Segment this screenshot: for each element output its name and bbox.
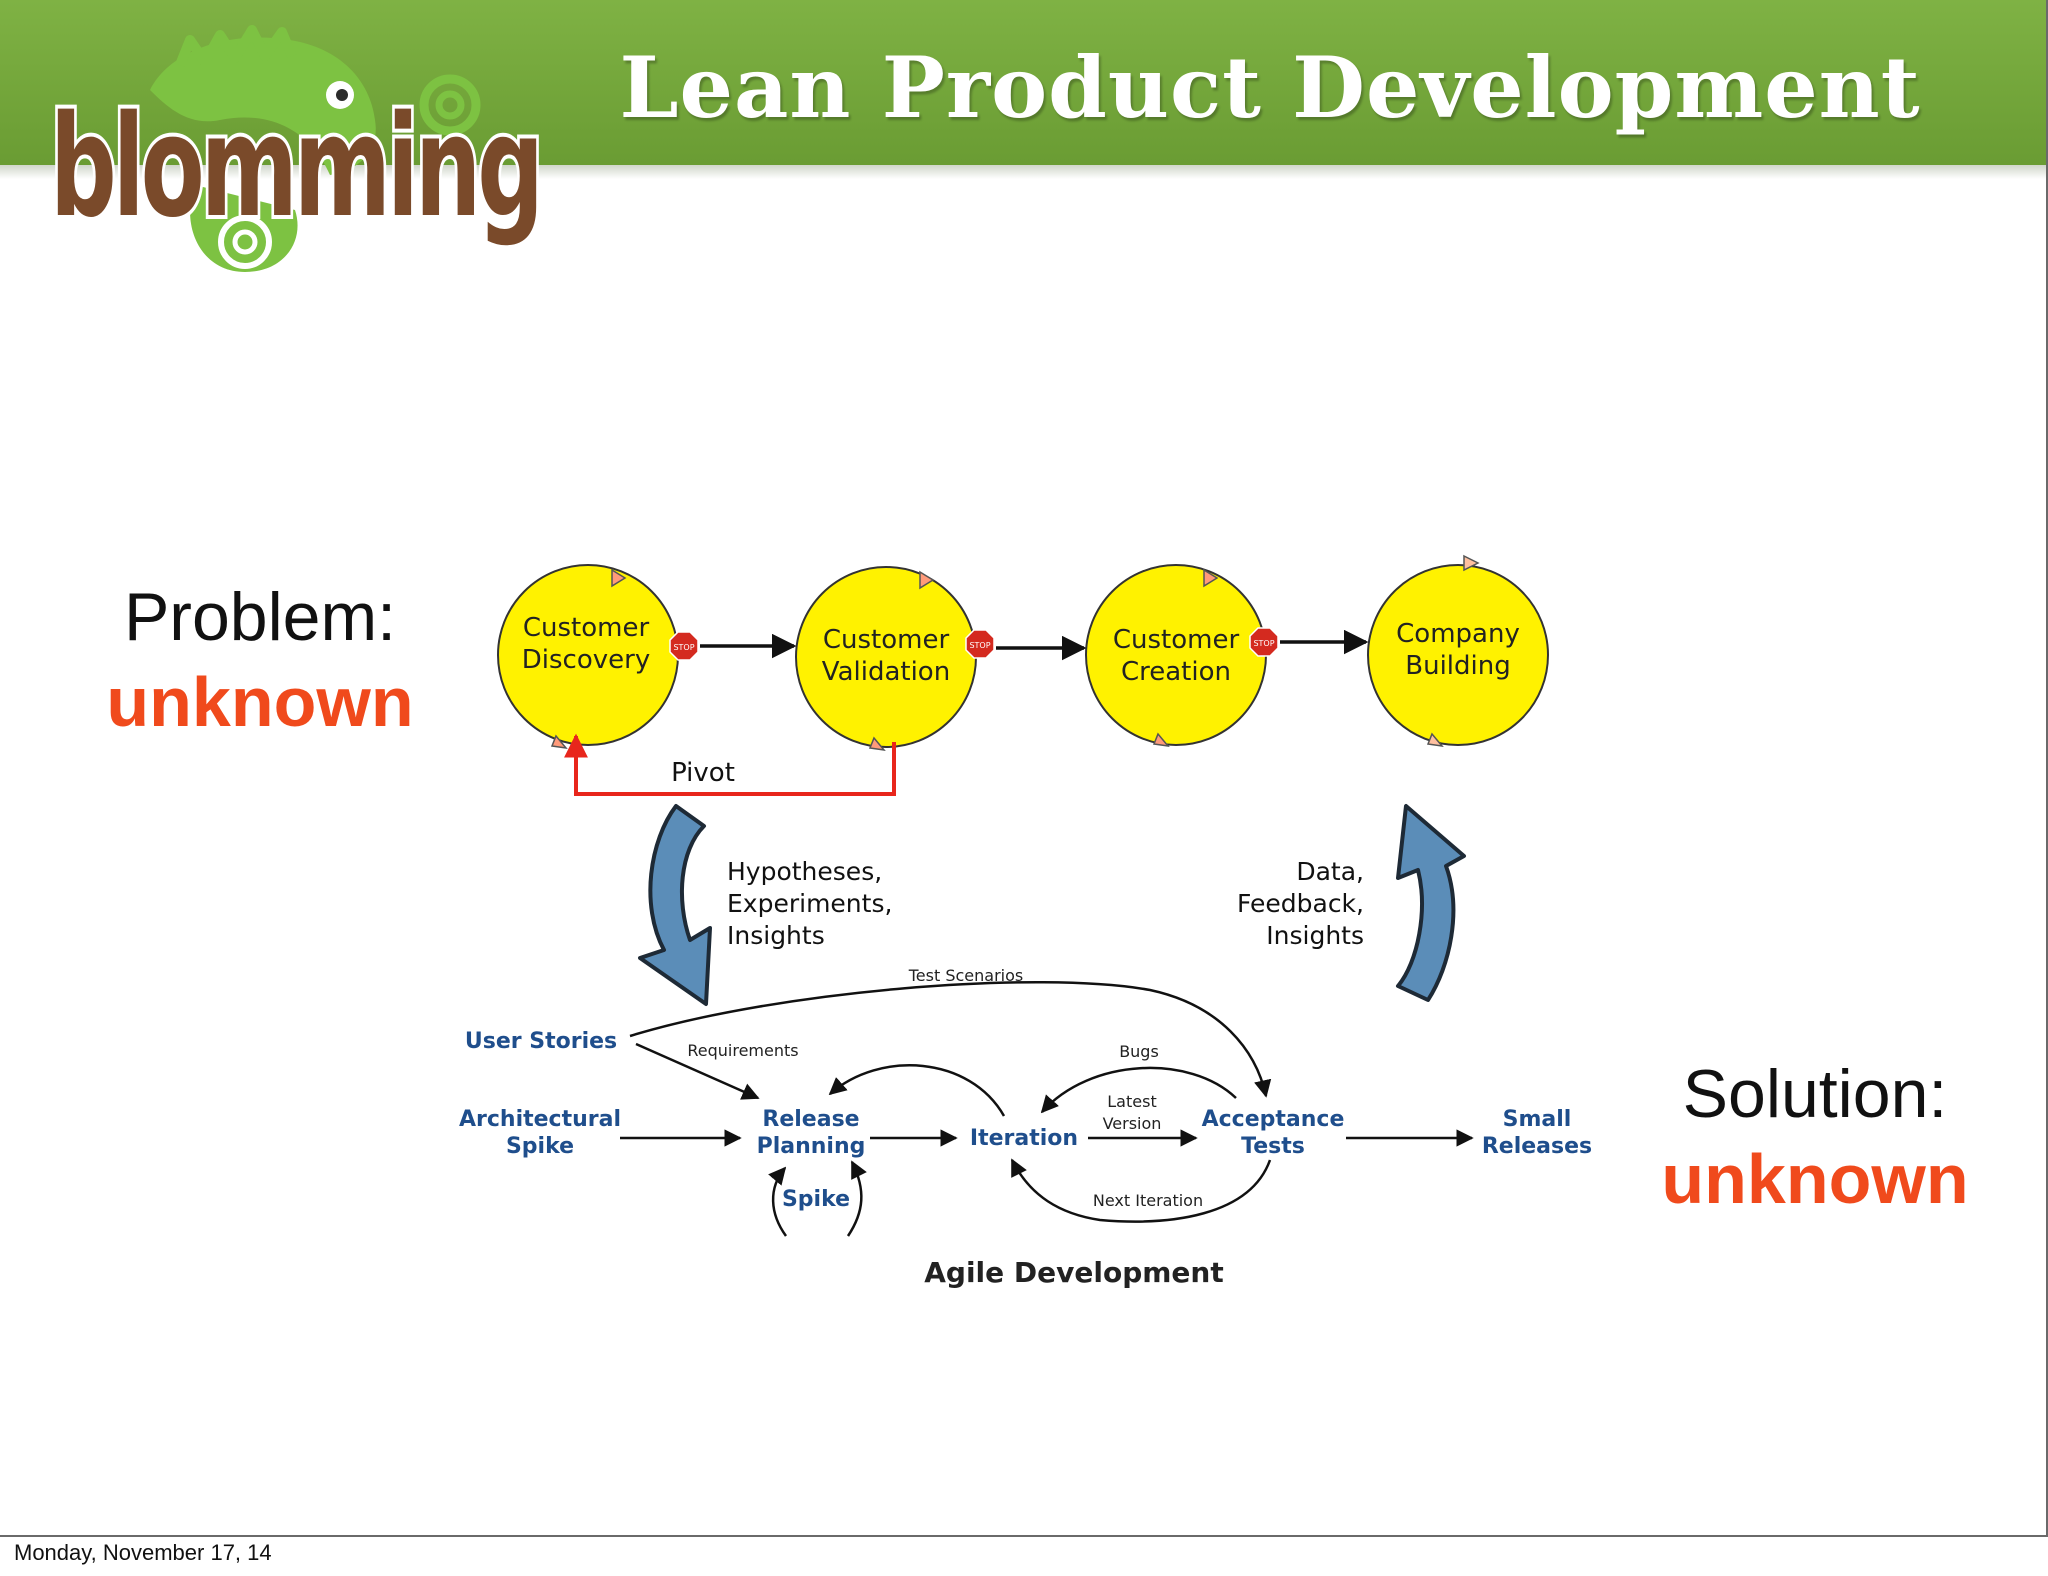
node-architectural-spike-1: Architectural bbox=[459, 1107, 621, 1132]
slide: Lean Product Development bbox=[0, 0, 2048, 1537]
node-iteration: Iteration bbox=[970, 1126, 1078, 1151]
big-up-arrow bbox=[1396, 804, 1466, 1002]
edge-label-next-iteration: Next Iteration bbox=[1093, 1191, 1203, 1210]
node-architectural-spike-2: Spike bbox=[506, 1134, 574, 1159]
step-label-line1: Company bbox=[1396, 619, 1520, 649]
down-arrow-label-2: Experiments, bbox=[727, 889, 892, 918]
problem-label: Problem: unknown bbox=[80, 575, 440, 745]
edge-label-latest-version-1: Latest bbox=[1107, 1092, 1156, 1111]
up-arrow-label-3: Insights bbox=[1266, 921, 1364, 950]
pivot-loop bbox=[564, 733, 896, 796]
edge-test-scenarios bbox=[629, 981, 1272, 1098]
step-label-line1: Customer bbox=[523, 613, 650, 643]
svg-text:STOP: STOP bbox=[673, 643, 694, 652]
agile-diagram: Test Scenarios Requirements Bugs Latest … bbox=[459, 966, 1592, 1289]
solution-label: Solution: unknown bbox=[1600, 1052, 2030, 1222]
step-label-line2: Validation bbox=[822, 657, 950, 687]
step-customer-discovery: Customer Discovery bbox=[497, 564, 679, 750]
edge-bugs bbox=[1040, 1066, 1237, 1114]
pivot-label: Pivot bbox=[671, 758, 735, 788]
svg-text:STOP: STOP bbox=[969, 641, 990, 650]
banner-shadow bbox=[0, 165, 2046, 179]
step-label-line1: Customer bbox=[1113, 625, 1240, 655]
blomming-logo: blomming bbox=[46, 25, 550, 272]
spike-loop-left bbox=[768, 1166, 788, 1237]
edge-label-requirements: Requirements bbox=[687, 1041, 798, 1060]
edge-requirements bbox=[635, 1042, 760, 1100]
big-down-arrow bbox=[638, 804, 712, 1006]
node-small-releases-2: Releases bbox=[1482, 1134, 1592, 1159]
node-spike: Spike bbox=[782, 1187, 850, 1212]
up-arrow-label-1: Data, bbox=[1296, 857, 1364, 886]
step-label-line2: Building bbox=[1405, 651, 1510, 681]
problem-heading: Problem: bbox=[123, 579, 397, 655]
step-label-line1: Customer bbox=[823, 625, 950, 655]
edge-label-test-scenarios: Test Scenarios bbox=[908, 966, 1023, 985]
step-customer-creation: Customer Creation bbox=[1085, 564, 1267, 748]
spike-loop-right bbox=[846, 1160, 867, 1237]
node-release-planning-1: Release bbox=[762, 1107, 859, 1132]
edge-next-iteration bbox=[1010, 1158, 1272, 1223]
node-release-planning-2: Planning bbox=[757, 1134, 866, 1159]
step-label-line2: Creation bbox=[1121, 657, 1231, 687]
slide-title: Lean Product Development bbox=[619, 38, 1921, 137]
stop-sign-icon: STOP bbox=[1249, 627, 1279, 657]
stop-sign-icon: STOP bbox=[669, 631, 699, 661]
node-user-stories: User Stories bbox=[465, 1029, 617, 1054]
node-small-releases-1: Small bbox=[1503, 1107, 1572, 1132]
node-acceptance-tests-1: Acceptance bbox=[1202, 1107, 1345, 1132]
footer-date: Monday, November 17, 14 bbox=[14, 1540, 272, 1565]
svg-text:STOP: STOP bbox=[1253, 639, 1274, 648]
solution-heading: Solution: bbox=[1682, 1056, 1948, 1132]
problem-value: unknown bbox=[106, 663, 414, 741]
node-acceptance-tests-2: Tests bbox=[1241, 1134, 1305, 1159]
up-arrow-label-2: Feedback, bbox=[1237, 889, 1364, 918]
solution-value: unknown bbox=[1661, 1140, 1969, 1218]
edge-iteration-to-release bbox=[828, 1064, 1006, 1117]
down-arrow-label-1: Hypotheses, bbox=[727, 857, 882, 886]
step-label-line2: Discovery bbox=[522, 645, 650, 675]
stop-sign-icon: STOP bbox=[965, 629, 995, 659]
down-arrow-label-3: Insights bbox=[727, 921, 825, 950]
chameleon-icon bbox=[150, 25, 481, 272]
step-company-building: Company Building bbox=[1367, 554, 1549, 748]
agile-title: Agile Development bbox=[924, 1256, 1223, 1289]
step-customer-validation: Customer Validation bbox=[795, 566, 977, 752]
logo-wordmark: blomming bbox=[50, 86, 540, 249]
edge-label-latest-version-2: Version bbox=[1103, 1114, 1162, 1133]
edge-label-bugs: Bugs bbox=[1119, 1042, 1159, 1061]
